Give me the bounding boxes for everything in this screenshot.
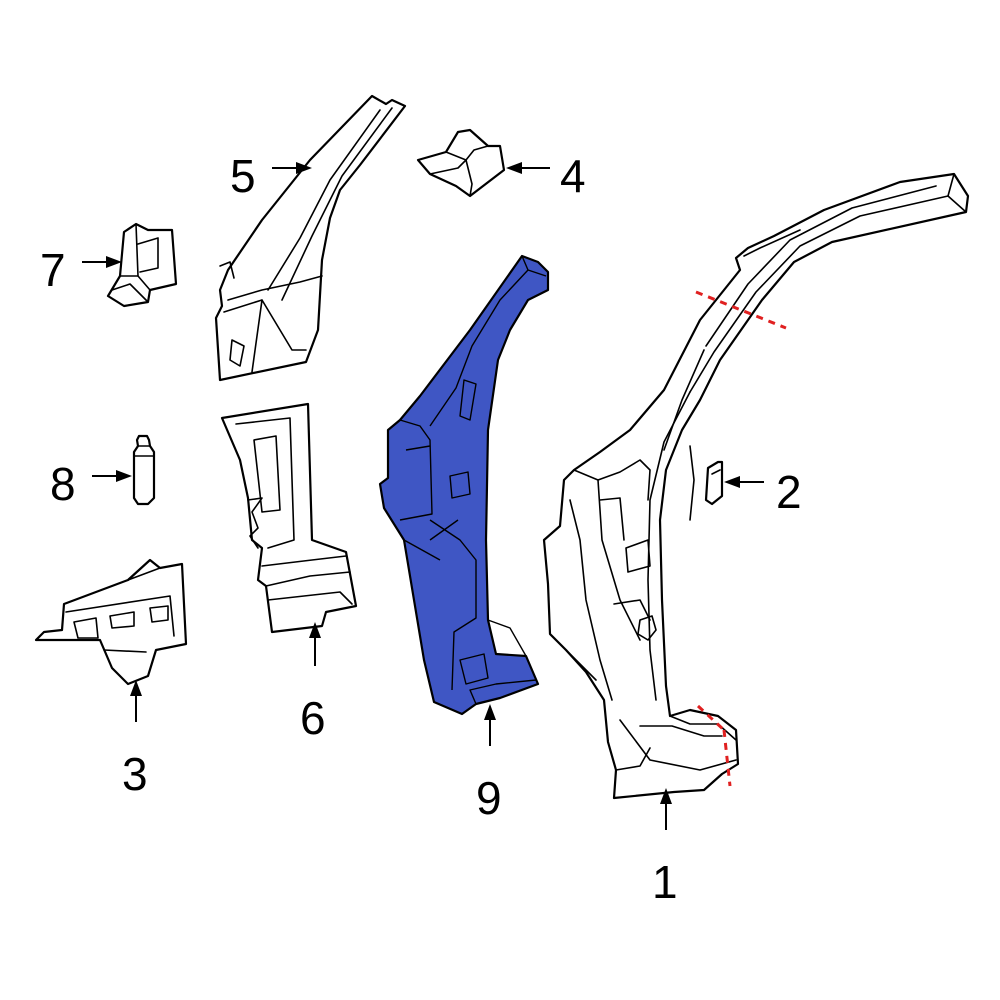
callout-2: 2 xyxy=(776,466,802,518)
callout-5: 5 xyxy=(230,150,256,202)
part-6-lower-pillar[interactable] xyxy=(220,402,358,634)
callout-3: 3 xyxy=(122,748,148,800)
callout-7: 7 xyxy=(40,244,66,296)
part-7-bracket[interactable] xyxy=(106,222,178,308)
part-8-stud[interactable] xyxy=(132,434,156,506)
callout-1: 1 xyxy=(652,856,678,908)
callout-9: 9 xyxy=(476,772,502,824)
arrow-4 xyxy=(506,162,550,174)
arrow-5 xyxy=(272,162,312,174)
cut-line-lower-a xyxy=(696,704,726,732)
arrow-2 xyxy=(724,476,764,488)
cut-lines xyxy=(695,290,787,787)
arrow-9 xyxy=(484,704,496,746)
arrow-8 xyxy=(92,470,132,482)
callout-6: 6 xyxy=(300,692,326,744)
part-3-lower-bracket[interactable] xyxy=(34,558,188,686)
part-9-inner-pillar-highlighted[interactable] xyxy=(378,254,550,716)
part-4-bracket[interactable] xyxy=(416,128,506,198)
callout-4: 4 xyxy=(560,150,586,202)
arrow-3 xyxy=(130,680,142,722)
arrow-7 xyxy=(82,256,122,268)
part-5-upper-pillar[interactable] xyxy=(214,94,407,382)
arrow-1 xyxy=(660,788,672,830)
part-9-body[interactable] xyxy=(378,254,550,716)
part-2-clip[interactable] xyxy=(704,460,724,506)
cut-line-upper xyxy=(695,290,787,330)
arrow-6 xyxy=(309,622,321,666)
part-1-body-pillar[interactable] xyxy=(542,172,970,800)
callout-8: 8 xyxy=(50,458,76,510)
cut-line-lower-b xyxy=(722,729,732,787)
